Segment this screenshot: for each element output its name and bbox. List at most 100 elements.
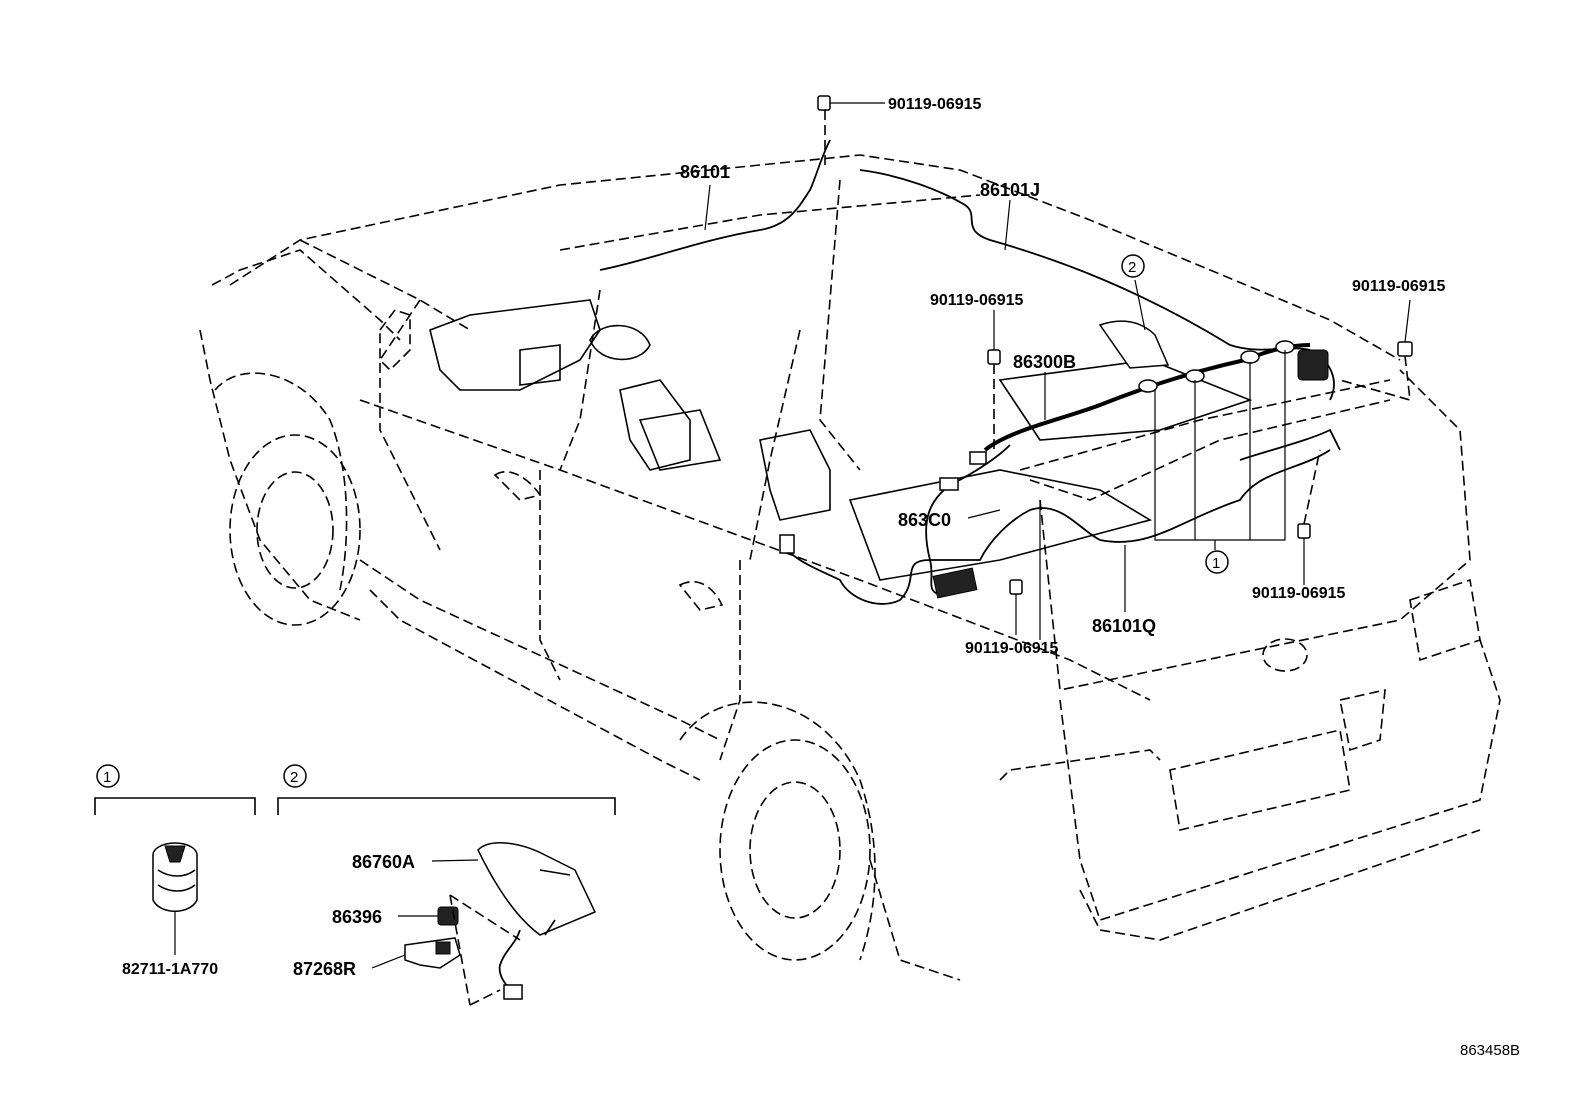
rear-gate-top <box>1019 379 1391 471</box>
roof-outline <box>229 154 1401 361</box>
cord-86101j-roof <box>859 169 1335 401</box>
c-pillar <box>749 329 801 561</box>
shark-fin-antenna-drawing <box>477 842 597 1000</box>
front-bumper <box>199 329 361 621</box>
side-belt-line <box>359 399 1151 701</box>
callout-2-number: 2 <box>1128 259 1136 276</box>
detail-2-phantom <box>449 894 521 1006</box>
quarter-panel <box>998 359 1253 441</box>
bracket-drawing <box>404 937 461 969</box>
dash-center-stack <box>519 344 561 386</box>
bolt-top <box>817 95 885 170</box>
callout-1-number: 1 <box>1212 555 1220 572</box>
leader-bracket <box>371 954 406 969</box>
cable-86300b <box>983 343 1311 452</box>
front-wheel <box>229 434 361 626</box>
cable-clips <box>779 340 1329 599</box>
rear-gate-handle <box>1339 688 1386 752</box>
illustration-code: 863458B <box>1460 1042 1520 1059</box>
roof-antenna <box>1098 320 1170 369</box>
label-clip-lower-right: 90119-06915 <box>1252 585 1346 602</box>
callout-circle-2: 2 <box>1121 254 1145 278</box>
bolt-lower-mid <box>1009 579 1023 635</box>
front-seat <box>619 379 691 471</box>
d-pillar <box>819 179 861 471</box>
side-mirror <box>379 309 411 372</box>
leader-antenna-assy <box>431 859 479 862</box>
label-clip-rear-top: 90119-06915 <box>1352 278 1446 295</box>
roof-front-edge <box>299 239 471 331</box>
detail-group-2: 2 86760A 86396 87268R <box>277 764 616 1006</box>
connector-86300b-end <box>969 451 987 465</box>
hood-outline <box>211 249 401 341</box>
rear-gate-outline <box>1039 369 1471 691</box>
cargo-floor <box>848 469 1153 581</box>
leader-86101 <box>704 184 711 231</box>
label-cover: 86396 <box>332 907 382 927</box>
label-clip-lower-mid: 90119-06915 <box>965 640 1059 657</box>
label-antenna-assy: 86760A <box>352 852 415 872</box>
label-cord-rear: 86101Q <box>1092 616 1156 636</box>
dashboard <box>429 299 601 391</box>
connector-86101q <box>779 534 795 554</box>
connector-863c0-top <box>939 477 959 491</box>
cord-86101-front <box>599 139 831 271</box>
rear-wheel-arch <box>679 701 876 961</box>
clamp-drawing <box>152 842 198 912</box>
vehicle-outline <box>199 154 1501 981</box>
rear-light-left <box>999 749 1161 781</box>
rear-door-line <box>719 560 741 761</box>
label-module: 863C0 <box>898 510 951 530</box>
bolt-roof-left <box>987 310 1001 450</box>
connector-rear-gate <box>1297 349 1329 381</box>
leader-callout-2 <box>1134 279 1146 331</box>
rear-mudflap <box>869 859 961 981</box>
detail-1-bracket <box>94 797 256 815</box>
label-clamp: 82711-1A770 <box>122 961 218 978</box>
detail-2-bracket <box>277 797 616 815</box>
rear-hub <box>749 781 841 919</box>
cord-rear-gate <box>1239 428 1341 461</box>
steering-wheel <box>589 324 651 361</box>
rear-bumper <box>1059 639 1501 921</box>
module-863c0 <box>932 567 978 599</box>
clip-roof-1 <box>1138 379 1158 393</box>
rear-emblem <box>1262 638 1308 672</box>
b-pillar <box>559 289 601 471</box>
label-cord-front: 86101 <box>680 162 730 182</box>
front-door-handle <box>493 471 542 501</box>
center-console <box>638 409 722 471</box>
label-cable-antenna: 86300B <box>1013 352 1076 372</box>
front-wheel-arch <box>214 372 348 591</box>
license-plate <box>1169 729 1351 831</box>
cables <box>599 139 1341 605</box>
detail-2-number: 2 <box>290 769 298 786</box>
clip-roof-3 <box>1240 350 1260 364</box>
rear-door-handle <box>678 580 724 611</box>
roof-inner-edge <box>559 194 981 251</box>
label-clip-roof-left: 90119-06915 <box>930 292 1024 309</box>
rear-seat <box>759 429 831 521</box>
side-lower-line <box>359 559 721 741</box>
roof-antenna-fin <box>1098 320 1170 369</box>
cover-drawing <box>437 906 459 926</box>
callout-circle-1: 1 <box>1205 550 1229 574</box>
leader-86101j <box>1004 199 1011 251</box>
label-bracket: 87268R <box>293 959 356 979</box>
leader-863c0 <box>967 509 1001 519</box>
front-hub <box>256 471 334 589</box>
rear-lower-bumper <box>1079 829 1481 941</box>
leaders <box>704 184 1286 640</box>
leader-callout-1 <box>1154 350 1286 550</box>
interior-sketch <box>429 299 1253 581</box>
bolts <box>817 95 1413 635</box>
bolt-rear-top <box>1339 299 1413 402</box>
detail-1-number: 1 <box>103 769 111 786</box>
part-labels: 90119-06915 86101 86101J 90119-06915 901… <box>680 96 1446 657</box>
front-door-line <box>539 470 561 681</box>
rocker-panel <box>369 589 701 781</box>
rear-light-right <box>1409 578 1481 662</box>
bolt-lower-right <box>1297 449 1321 585</box>
cord-86101q-rear <box>779 449 1331 605</box>
label-cord-roof: 86101J <box>980 180 1040 200</box>
